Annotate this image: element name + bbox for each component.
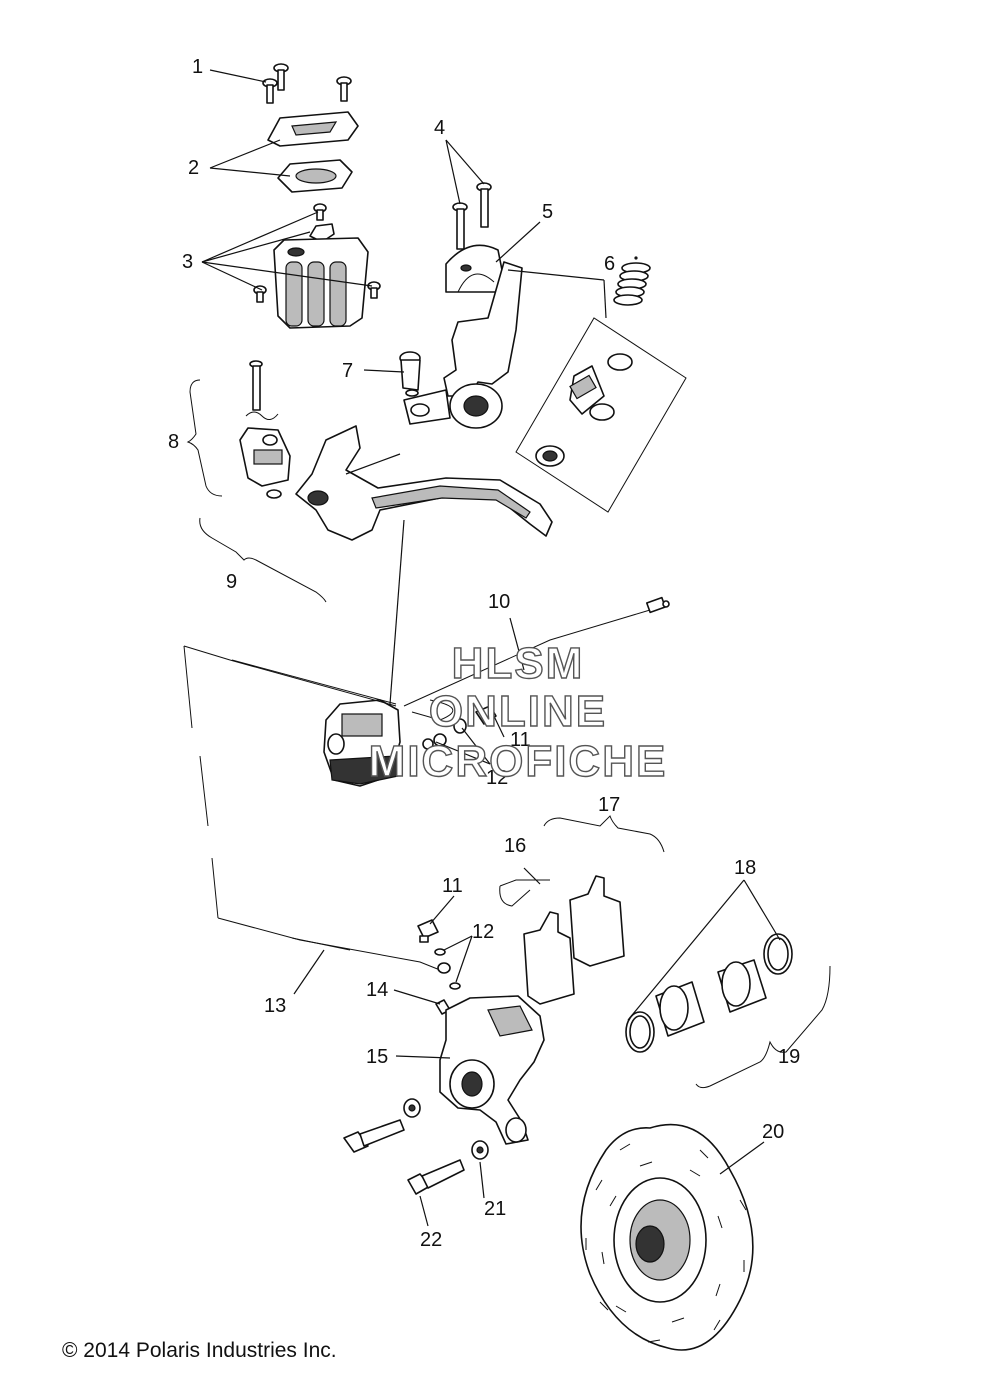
callout-18: 18	[734, 857, 756, 879]
banjo-bolt-lower	[417, 919, 439, 943]
watermark: HLSM ONLINE MICROFICHE	[368, 638, 668, 786]
callout-10: 10	[488, 591, 510, 613]
caliper-piston-a	[655, 981, 705, 1037]
pad-retaining-pin	[499, 879, 550, 907]
brake-pad-b	[569, 875, 625, 967]
screw-part-1c	[336, 76, 352, 102]
master-cylinder	[323, 699, 401, 787]
callout-4: 4	[434, 117, 445, 139]
callout-19: 19	[778, 1046, 800, 1068]
reservoir-body	[273, 237, 369, 329]
callout-2: 2	[188, 157, 199, 179]
screw-part-3c	[367, 281, 381, 299]
leader-lines	[201, 69, 781, 1227]
mount-bolt-lower	[407, 1159, 465, 1195]
callout-14: 14	[366, 979, 388, 1001]
park-lock-spring	[245, 411, 279, 420]
callout-5: 5	[542, 201, 553, 223]
clamp-bolt-b	[476, 182, 492, 228]
pivot-pin	[399, 351, 421, 397]
callout-3: 3	[182, 251, 193, 273]
callout-12-lower: 12	[472, 921, 494, 943]
brake-line	[183, 645, 451, 974]
banjo-bolt-upper	[475, 705, 497, 725]
callout-12-upper: 12	[486, 767, 508, 789]
brake-switch-cable	[403, 596, 670, 721]
brake-pad-a	[523, 911, 575, 1005]
callout-1: 1	[192, 56, 203, 78]
caliper-piston-b	[717, 959, 767, 1013]
park-lock-pin	[249, 360, 263, 411]
callout-20: 20	[762, 1121, 784, 1143]
washer-upper	[403, 1098, 421, 1118]
piston-seal-a	[625, 1011, 655, 1053]
piston-kit-box	[515, 256, 687, 513]
bracket-19	[695, 965, 831, 1089]
callout-16: 16	[504, 835, 526, 857]
screw-part-3a	[313, 203, 327, 221]
watermark-line-2: ONLINE	[429, 687, 607, 736]
piston-seal-b	[763, 933, 793, 975]
screw-part-1a	[273, 63, 289, 91]
callout-21: 21	[484, 1198, 506, 1220]
bracket-17	[543, 815, 665, 853]
brake-lever	[295, 425, 553, 541]
handlebar-clamp	[445, 244, 505, 293]
callout-7: 7	[342, 360, 353, 382]
callout-9: 9	[226, 571, 237, 593]
callout-11-upper: 11	[510, 729, 531, 751]
park-lock-body	[239, 427, 291, 487]
callout-15: 15	[366, 1046, 388, 1068]
watermark-line-1: HLSM	[452, 639, 585, 688]
callout-17: 17	[598, 794, 620, 816]
callout-6: 6	[604, 253, 615, 275]
clamp-bolt-a	[452, 202, 468, 250]
spring	[613, 262, 651, 306]
callout-8: 8	[168, 431, 179, 453]
brake-disc	[580, 1123, 754, 1351]
screw-part-3b	[253, 285, 267, 303]
washer-lower	[471, 1140, 489, 1160]
callout-labels: 1 2 3 4 5 6 7 8 9 10 11 12 17 16 18 11 1…	[168, 56, 800, 1251]
callout-13: 13	[264, 995, 286, 1017]
copyright-notice: © 2014 Polaris Industries Inc.	[62, 1339, 337, 1362]
bracket-9	[199, 517, 327, 603]
brake-caliper	[439, 995, 545, 1145]
bracket-8	[186, 379, 223, 497]
screw-part-1b	[262, 78, 278, 104]
mount-bolt-upper	[343, 1119, 405, 1153]
park-lock-washer	[266, 489, 282, 499]
callout-22: 22	[420, 1229, 442, 1251]
watermark-line-3: MICROFICHE	[369, 737, 668, 786]
lever-housing	[403, 261, 523, 429]
crush-washers-lower	[434, 948, 461, 990]
reservoir-diaphragm	[277, 159, 353, 193]
reservoir-cover	[267, 111, 359, 147]
callout-11-lower: 11	[442, 875, 463, 897]
